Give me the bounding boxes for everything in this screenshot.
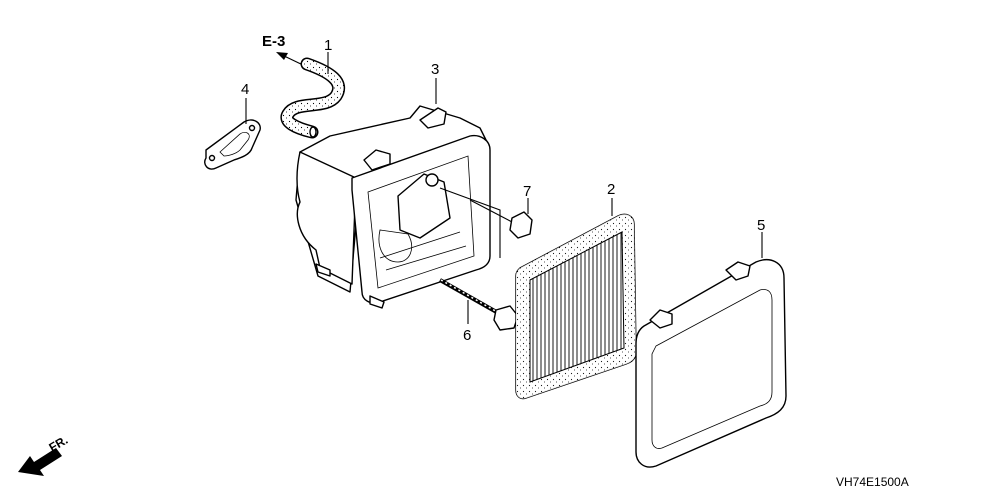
callout-3: 3 bbox=[431, 61, 439, 78]
part-7-nut: 7 bbox=[439, 183, 533, 258]
part-5-cover: 5 bbox=[635, 217, 787, 468]
reference-label: E-3 bbox=[262, 33, 285, 50]
callout-6: 6 bbox=[463, 327, 471, 344]
callout-1: 1 bbox=[324, 37, 332, 54]
front-label: FR. bbox=[47, 433, 71, 455]
callout-4: 4 bbox=[241, 81, 249, 98]
callout-2: 2 bbox=[607, 181, 615, 198]
callout-5: 5 bbox=[757, 217, 765, 234]
part-1-breather-tube: 1 bbox=[280, 37, 345, 139]
front-arrow-icon bbox=[18, 448, 62, 476]
part-3-air-cleaner-case: 3 bbox=[295, 61, 491, 309]
diagram-code: VH74E1500A bbox=[836, 475, 909, 489]
part-2-filter-element: 2 bbox=[515, 181, 637, 400]
part-4-gasket: 4 bbox=[204, 81, 261, 170]
reference-arrow-e3: E-3 bbox=[262, 33, 306, 67]
part-6-bolt: 6 bbox=[439, 278, 519, 344]
callout-7: 7 bbox=[523, 183, 531, 200]
front-direction-indicator: FR. bbox=[18, 433, 70, 476]
